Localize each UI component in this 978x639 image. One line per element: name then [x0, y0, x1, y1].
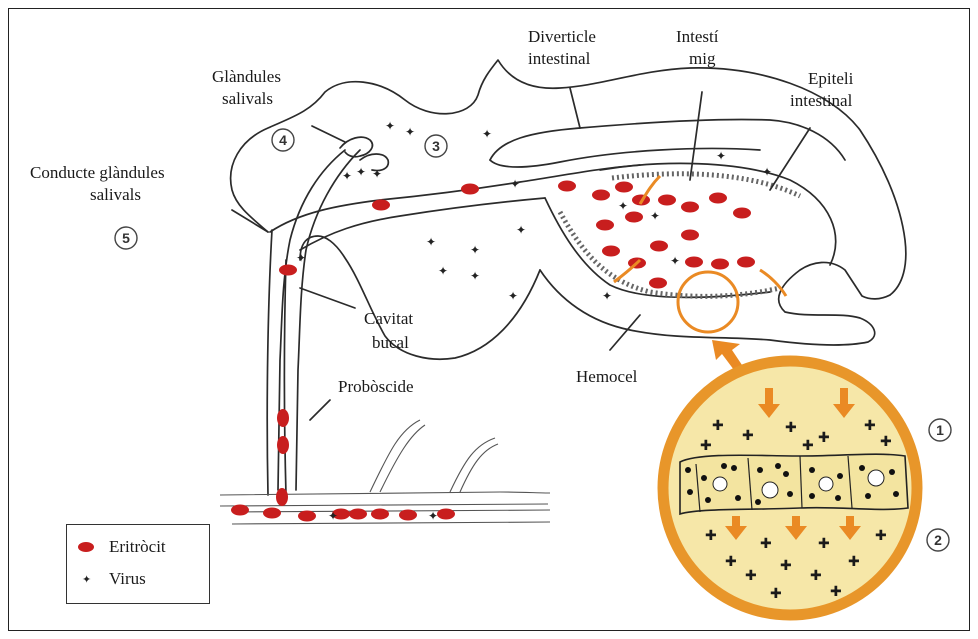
legend: Eritròcit ✦ Virus [66, 524, 210, 604]
label-glandules-1: Glàndules [212, 67, 281, 86]
svg-text:✦: ✦ [508, 289, 518, 303]
label-cavitat-1: Cavitat [364, 309, 413, 328]
step-number-3: 3 [432, 138, 440, 154]
svg-text:✦: ✦ [385, 119, 395, 133]
legend-row-virus: ✦ Virus [77, 569, 146, 590]
label-diverticle-1: Diverticle [528, 27, 596, 46]
svg-text:✚: ✚ [802, 438, 814, 454]
svg-text:✦: ✦ [82, 573, 91, 585]
svg-text:✦: ✦ [405, 125, 415, 139]
svg-text:✦: ✦ [516, 223, 526, 237]
label-cavitat-2: bucal [372, 333, 409, 352]
virus-icon: ✦ [77, 570, 95, 590]
svg-text:✚: ✚ [700, 438, 712, 454]
svg-text:✚: ✚ [712, 418, 724, 434]
svg-text:✦: ✦ [438, 264, 448, 278]
svg-text:✚: ✚ [848, 554, 860, 570]
label-glandules-2: salivals [222, 89, 273, 108]
label-conducte-2: salivals [90, 185, 141, 204]
svg-text:✚: ✚ [880, 434, 892, 450]
step-number-2: 2 [934, 532, 942, 548]
svg-text:✦: ✦ [482, 127, 492, 141]
step-badge-5: 5 [115, 227, 137, 249]
legend-row-eritrocit: Eritròcit [77, 537, 166, 558]
svg-text:✦: ✦ [762, 165, 772, 179]
label-diverticle-2: intestinal [528, 49, 591, 68]
svg-text:✦: ✦ [470, 269, 480, 283]
svg-text:✦: ✦ [296, 251, 306, 265]
step-badge-4: 4 [272, 129, 294, 151]
legend-label-eritrocit: Eritròcit [109, 537, 166, 556]
svg-text:✦: ✦ [618, 199, 628, 213]
svg-text:✦: ✦ [602, 289, 612, 303]
svg-text:✚: ✚ [810, 568, 822, 584]
label-proboscide: Probòscide [338, 377, 414, 396]
svg-text:✦: ✦ [328, 509, 338, 523]
label-intesti-2: mig [689, 49, 716, 68]
step-number-4: 4 [279, 132, 287, 148]
svg-text:✚: ✚ [864, 418, 876, 434]
svg-text:✦: ✦ [342, 169, 352, 183]
svg-text:✦: ✦ [426, 235, 436, 249]
svg-text:✦: ✦ [510, 177, 520, 191]
step-number-5: 5 [122, 230, 130, 246]
svg-text:✦: ✦ [470, 243, 480, 257]
svg-text:✦: ✦ [356, 165, 366, 179]
svg-text:✦: ✦ [428, 509, 438, 523]
erythrocytes-vessel [231, 505, 455, 522]
svg-text:✦: ✦ [716, 149, 726, 163]
svg-text:✚: ✚ [705, 528, 717, 544]
svg-text:✚: ✚ [785, 420, 797, 436]
svg-text:✦: ✦ [670, 254, 680, 268]
svg-text:✚: ✚ [830, 584, 842, 600]
label-hemocel: Hemocel [576, 367, 638, 386]
zoom-detail: ✚✚✚ ✚✚✚ ✚✚ ✚✚✚ ✚✚✚ ✚✚✚ ✚✚ [663, 361, 917, 615]
svg-text:✦: ✦ [372, 167, 382, 181]
svg-text:✚: ✚ [760, 536, 772, 552]
midgut-arrows [614, 176, 786, 296]
step-number-1: 1 [936, 422, 944, 438]
label-epiteli-2: intestinal [790, 91, 853, 110]
svg-text:✚: ✚ [725, 554, 737, 570]
legend-label-virus: Virus [109, 569, 146, 588]
svg-text:✦: ✦ [650, 209, 660, 223]
label-epiteli-1: Epiteli [808, 69, 854, 88]
magnify-circle [678, 272, 738, 332]
svg-text:✚: ✚ [818, 536, 830, 552]
step-badge-1: 1 [929, 419, 951, 441]
svg-text:✚: ✚ [742, 428, 754, 444]
label-conducte-1: Conducte glàndules [30, 163, 165, 182]
zoom-arrow [712, 340, 744, 370]
step-badge-3: 3 [425, 135, 447, 157]
svg-text:✚: ✚ [745, 568, 757, 584]
step-badge-2: 2 [927, 529, 949, 551]
svg-text:✚: ✚ [780, 558, 792, 574]
erythrocyte-icon [77, 538, 95, 558]
svg-text:✚: ✚ [818, 430, 830, 446]
svg-text:✚: ✚ [875, 528, 887, 544]
svg-text:✚: ✚ [770, 586, 782, 602]
label-intesti-1: Intestí [676, 27, 719, 46]
